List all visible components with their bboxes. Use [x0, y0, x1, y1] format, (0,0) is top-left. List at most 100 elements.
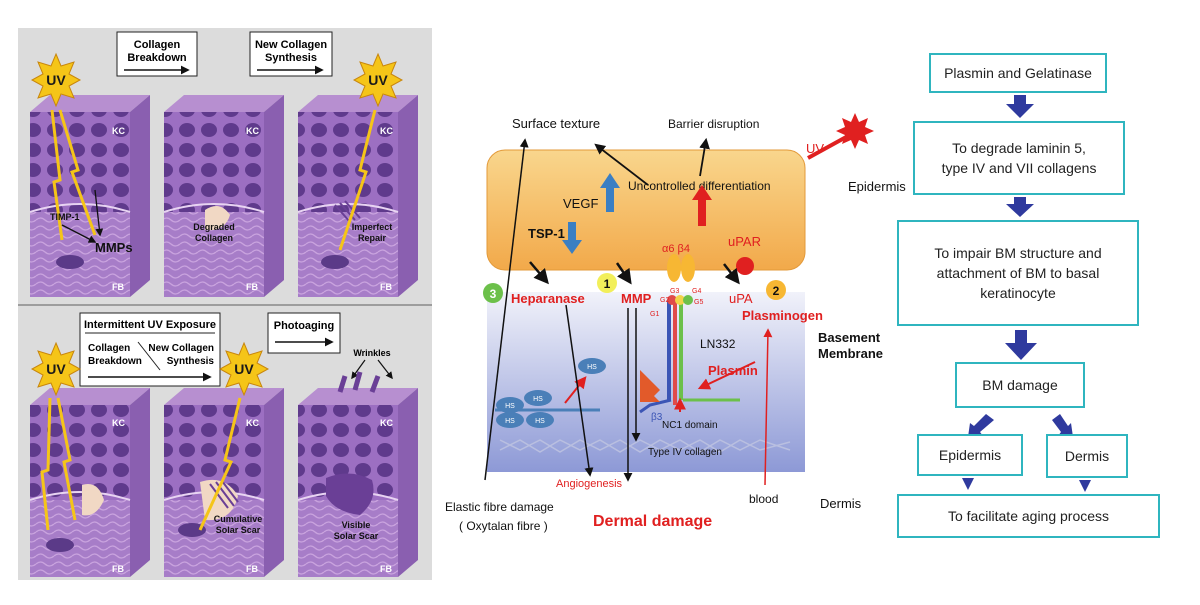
flow-box-3-line-3: keratinocyte: [980, 285, 1056, 302]
uv-label-2: UV: [368, 72, 388, 88]
uv-sun-2: UV: [352, 52, 404, 108]
laminin-structure: [639, 295, 740, 414]
a6b4-label: α6 β4: [662, 243, 690, 255]
uv-label-4: UV: [234, 361, 254, 377]
uv-ray-2: [50, 109, 64, 241]
new-collagen-label-2: Synthesis: [265, 52, 317, 64]
uv-sun-1: UV: [30, 52, 82, 108]
dermis-label-mid: Dermis: [820, 496, 862, 511]
left-panel: Collagen Breakdown New Collagen Synthesi…: [18, 28, 432, 580]
epidermis-band: [486, 149, 806, 271]
flow-box-aging-process: To facilitate aging process: [897, 494, 1160, 538]
fb-label-2: FB: [246, 282, 258, 292]
flow-arrow-2: [1006, 197, 1034, 217]
cumulative-label-1: Cumulative: [214, 514, 263, 524]
collagen-breakdown-label-1: Collagen: [134, 39, 181, 51]
vegf-up-arrow: [600, 173, 620, 212]
uv-burst: UV: [806, 113, 874, 160]
g5-label: G5: [694, 299, 703, 306]
flow-box-3-line-1: To impair BM structure and: [934, 244, 1102, 261]
flow-box-7-text: To facilitate aging process: [947, 507, 1110, 524]
fb-label-3: FB: [380, 282, 392, 292]
degraded-label-2: Collagen: [195, 233, 233, 243]
wrinkles-label: Wrinkles: [353, 348, 390, 358]
degraded-label-1: Degraded: [193, 222, 235, 232]
fb-label-1: FB: [112, 282, 124, 292]
dermal-damage-label: Dermal damage: [593, 513, 712, 530]
basement-membrane-label-2: Membrane: [818, 346, 883, 361]
kc-label-1: KC: [112, 126, 125, 136]
flow-box-2-line-2: type IV and VII collagens: [941, 160, 1097, 176]
number-1-badge: [597, 273, 617, 293]
g3-label: G3: [670, 288, 679, 295]
type-iv-collagen-mesh: [499, 439, 791, 453]
number-1-text: 1: [604, 277, 611, 291]
flow-box-dermis: Dermis: [1046, 434, 1128, 478]
middle-panel: UV Surface texture Barrier disruption Un…: [445, 113, 906, 533]
plasminogen-label: Plasminogen: [742, 308, 823, 323]
uv-sun-3: UV: [30, 341, 82, 397]
hs-label-1: HS: [505, 403, 515, 410]
elastic-fibre-label-1: Elastic fibre damage: [445, 500, 554, 514]
beta4-receptor: [681, 254, 695, 282]
skin-block-3: [297, 95, 418, 297]
ln332-label: LN332: [700, 337, 736, 351]
number-3-text: 3: [490, 287, 497, 301]
upar-receptor: [736, 257, 754, 275]
intermittent-right-1: New Collagen: [148, 343, 214, 354]
flow-arrow-3: [1005, 330, 1037, 360]
beta3-label: β3: [651, 412, 663, 423]
flow-box-impair-bm: To impair BM structure and attachment of…: [897, 220, 1139, 326]
intermittent-left-2: Breakdown: [88, 356, 142, 367]
epidermis-label: Epidermis: [848, 179, 906, 194]
nc1-domain-label: NC1 domain: [662, 420, 718, 431]
flow-box-2-line-1: To degrade laminin 5,: [952, 139, 1086, 156]
tsp1-label: TSP-1: [528, 226, 565, 241]
cumulative-label-2: Solar Scar: [216, 525, 261, 535]
heparanase-label: Heparanase: [511, 291, 585, 306]
vegf-label: VEGF: [563, 196, 598, 211]
skin-block-4: [29, 388, 150, 577]
angiogenesis-label: Angiogenesis: [556, 478, 623, 490]
visible-solar-scar-patch: [326, 473, 374, 515]
number-2-text: 2: [773, 284, 780, 298]
hs-label-4: HS: [535, 418, 545, 425]
upa-label: uPA: [729, 291, 753, 306]
elastic-fibre-label-2: ( Oxytalan fibre ): [459, 519, 548, 533]
uncontrolled-differentiation-label: Uncontrolled differentiation: [628, 179, 771, 193]
tsp1-down-arrow: [562, 222, 582, 254]
skin-block-1: [29, 95, 150, 297]
uv-label-mid: UV: [806, 141, 824, 156]
flow-arrow-4: [968, 414, 994, 437]
photoaging-label: Photoaging: [274, 320, 335, 332]
flow-arrow-6: [962, 478, 974, 490]
g2-label: G2: [660, 297, 669, 304]
flow-box-1-text: Plasmin and Gelatinase: [944, 64, 1092, 81]
uv-label-1: UV: [46, 72, 66, 88]
flow-arrow-5: [1052, 414, 1073, 437]
flow-box-epidermis: Epidermis: [917, 434, 1023, 476]
fb-label-4: FB: [112, 564, 124, 574]
flow-box-degrade-laminin: To degrade laminin 5, type IV and VII co…: [913, 121, 1125, 195]
intermittent-title: Intermittent UV Exposure: [84, 319, 216, 331]
flow-box-plasmin-gelatinase: Plasmin and Gelatinase: [929, 53, 1107, 93]
kc-label-3: KC: [380, 126, 393, 136]
mmp-label: MMP: [621, 291, 652, 306]
number-3-badge: [483, 283, 503, 303]
hs-label-2: HS: [533, 396, 543, 403]
basement-membrane-label-1: Basement: [818, 330, 881, 345]
kc-label-2: KC: [246, 126, 259, 136]
number-2-badge: [766, 280, 786, 300]
barrier-disruption-label: Barrier disruption: [668, 117, 759, 131]
flow-box-bm-damage: BM damage: [955, 362, 1085, 408]
uv-ray-3: [338, 109, 377, 251]
skin-block-6: [297, 371, 418, 577]
intermittent-left-1: Collagen: [88, 343, 130, 354]
imperfect-label-2: Repair: [358, 233, 387, 243]
flow-box-5-text: Epidermis: [938, 446, 1002, 463]
new-collagen-label-1: New Collagen: [255, 39, 327, 51]
mmps-label: MMPs: [95, 240, 133, 255]
flowchart-arrows: [962, 95, 1091, 492]
wrinkle-marks: [337, 371, 381, 393]
intermittent-box: [79, 312, 221, 387]
